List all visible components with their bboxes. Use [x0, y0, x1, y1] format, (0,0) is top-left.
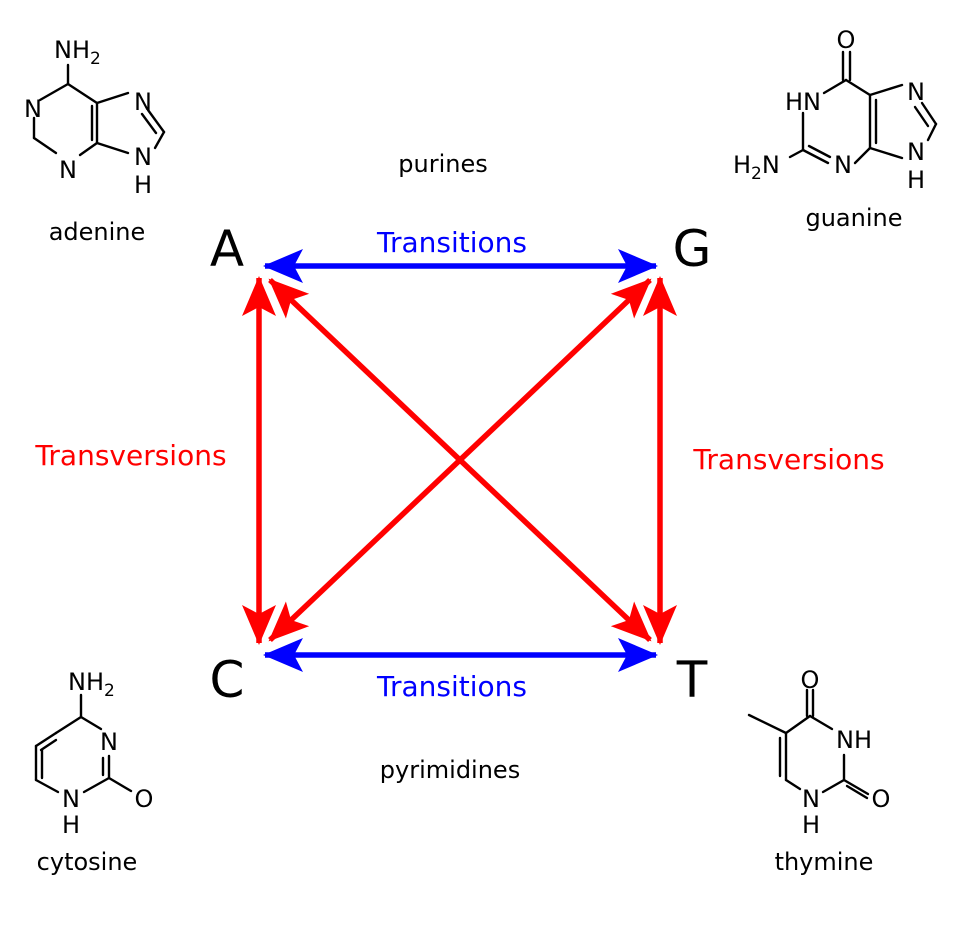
cytosine-atom-h: H: [62, 811, 80, 839]
guanine-bonds: [788, 50, 938, 165]
adenine-atom-nh2: NH2: [54, 36, 101, 69]
cytosine-bonds: [34, 693, 133, 794]
adenine-atom-n9: N: [134, 143, 152, 171]
adenine-structure: NH2 N N N N H adenine: [24, 36, 166, 246]
transition-arrows: [263, 249, 658, 672]
adenine-name: adenine: [49, 218, 146, 246]
thymine-atom-h: H: [802, 811, 820, 839]
guanine-name: guanine: [805, 204, 902, 232]
base-letter-a: A: [210, 220, 244, 278]
transversion-arrow-g-c: [268, 278, 652, 642]
adenine-atom-h: H: [134, 171, 152, 199]
cytosine-atom-n1: N: [62, 785, 80, 813]
cytosine-atom-nh2: NH2: [68, 668, 115, 701]
cytosine-structure: NH2 N N H O cytosine: [34, 668, 154, 876]
base-letter-g: G: [673, 220, 712, 278]
thymine-name: thymine: [775, 848, 874, 876]
base-letter-t: T: [676, 651, 708, 709]
guanine-atom-o: O: [837, 26, 856, 54]
transversion-label-left: Transversions: [34, 439, 226, 472]
adenine-atom-n3: N: [59, 156, 77, 184]
guanine-atom-h: H: [907, 166, 925, 194]
transition-label-top: Transitions: [376, 226, 527, 259]
guanine-atom-n3: N: [834, 151, 852, 179]
thymine-structure: O NH N H O thymine: [747, 666, 891, 876]
cytosine-name: cytosine: [37, 848, 138, 876]
pyrimidines-label: pyrimidines: [380, 756, 520, 784]
thymine-atom-o-right: O: [872, 785, 891, 813]
purines-label: purines: [398, 150, 487, 178]
transition-label-bottom: Transitions: [376, 670, 527, 703]
guanine-structure: O HN N H2N N N H guanine: [733, 26, 938, 232]
thymine-atom-n1: N: [802, 785, 820, 813]
guanine-atom-h2n: H2N: [733, 151, 780, 184]
transversion-arrows: [242, 276, 677, 645]
guanine-atom-hn: HN: [785, 88, 821, 116]
guanine-atom-n9: N: [907, 138, 925, 166]
thymine-atom-nh: NH: [836, 726, 872, 754]
adenine-bonds: [32, 63, 166, 157]
adenine-atom-n1: N: [24, 95, 42, 123]
transversion-label-right: Transversions: [692, 443, 884, 476]
cytosine-atom-n3: N: [100, 728, 118, 756]
thymine-atom-o-top: O: [801, 666, 820, 694]
base-letter-c: C: [210, 651, 245, 709]
guanine-atom-n7: N: [907, 78, 925, 106]
thymine-bonds: [747, 688, 870, 800]
adenine-atom-n7: N: [134, 88, 152, 116]
cytosine-atom-o: O: [135, 785, 154, 813]
